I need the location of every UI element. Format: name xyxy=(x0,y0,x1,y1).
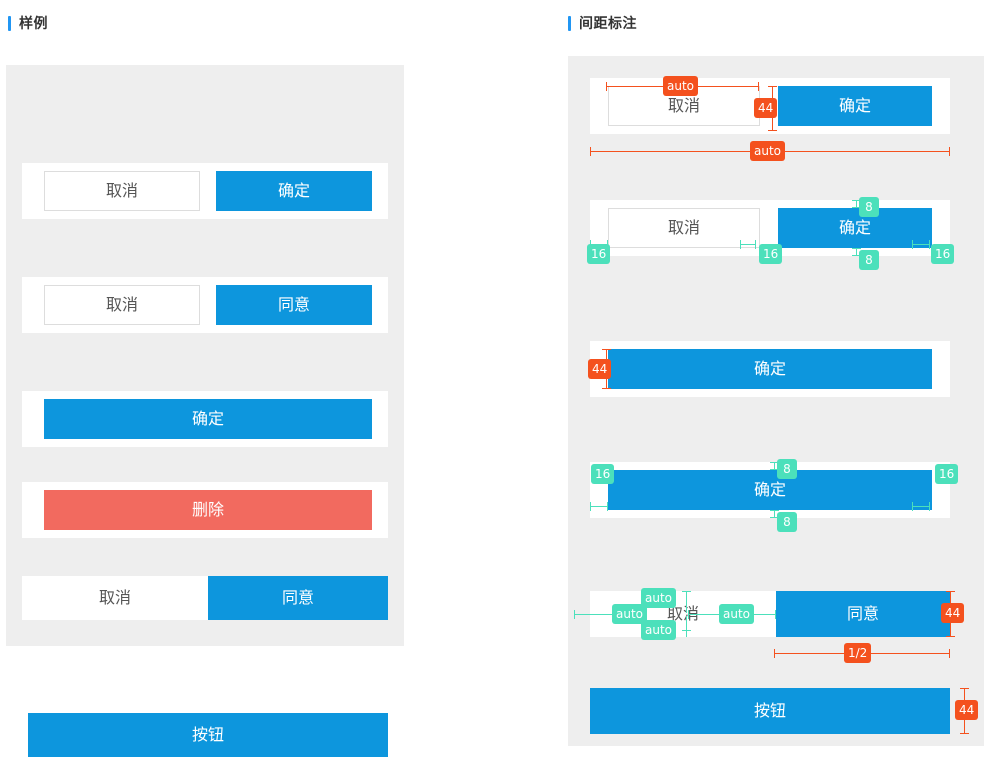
measure-cap xyxy=(758,82,759,91)
spacing-annotation-panel: 取消 确定 auto 44 auto 取消 确定 16 16 xyxy=(568,56,984,746)
measure-badge-right-inset: 16 xyxy=(935,464,959,484)
measure-cap xyxy=(682,630,691,631)
measure-line-middle-gap xyxy=(740,244,756,245)
measure-badge-left-gap: auto xyxy=(612,604,648,624)
measure-cap xyxy=(960,688,969,689)
measure-badge-middle-gap: auto xyxy=(719,604,755,624)
measure-cap xyxy=(770,510,779,511)
sample-row-cancel-agree: 取消 同意 xyxy=(22,277,388,333)
measure-badge-top-gap: auto xyxy=(641,588,677,608)
measure-badge-bottom-inset: 8 xyxy=(859,250,879,270)
measure-cap xyxy=(590,147,591,156)
measure-line-bottom-inset xyxy=(856,248,857,256)
measure-badge-right-inset: 16 xyxy=(931,244,955,264)
measure-badge-bottom-gap: auto xyxy=(641,620,677,640)
measure-cap xyxy=(946,591,955,592)
measure-line-top-gap xyxy=(686,591,687,613)
measure-badge-row-width: auto xyxy=(750,141,786,161)
measure-line-left-gap xyxy=(574,614,628,615)
measure-cap xyxy=(770,469,779,470)
measure-badge-row-height: 44 xyxy=(941,603,965,623)
measure-cap xyxy=(852,255,861,256)
measure-cap xyxy=(960,733,969,734)
measure-cap xyxy=(606,82,607,91)
measure-badge-middle-gap: 16 xyxy=(759,244,783,264)
measure-line-right-inset xyxy=(912,506,930,507)
measure-cap xyxy=(688,610,689,619)
measure-cap xyxy=(770,462,779,463)
confirm-button[interactable]: 确定 xyxy=(216,171,372,211)
measure-badge-left-inset: 16 xyxy=(591,464,615,484)
cancel-button[interactable]: 取消 xyxy=(22,576,208,620)
confirm-button[interactable]: 确定 xyxy=(608,349,932,389)
measure-cap xyxy=(770,517,779,518)
sample-row-cancel-confirm: 取消 确定 xyxy=(22,163,388,219)
measure-badge-cancel-width: auto xyxy=(663,76,699,96)
measure-cap xyxy=(740,240,741,249)
spec-card-1: 取消 确定 xyxy=(590,78,950,134)
measure-line-left-inset xyxy=(590,506,608,507)
measure-cap xyxy=(775,610,776,619)
measure-badge-button-height: 44 xyxy=(955,700,979,720)
cancel-button[interactable]: 取消 xyxy=(44,285,200,325)
spec-card-4: 确定 xyxy=(590,462,950,518)
measure-cap xyxy=(768,130,777,131)
measure-cap xyxy=(929,240,930,249)
measure-cap xyxy=(602,349,611,350)
title-accent-bar xyxy=(568,15,571,31)
confirm-button[interactable]: 确定 xyxy=(44,399,372,439)
measure-cap xyxy=(852,207,861,208)
measure-line-bottom-gap xyxy=(686,616,687,637)
confirm-button[interactable]: 确定 xyxy=(608,470,932,510)
measure-cap xyxy=(852,248,861,249)
measure-cap xyxy=(949,147,950,156)
generic-button[interactable]: 按钮 xyxy=(28,713,388,757)
measure-cap xyxy=(682,591,691,592)
measure-badge-gutter-height: 44 xyxy=(754,98,778,118)
measure-cap xyxy=(912,502,913,511)
sample-row-split: 取消 同意 xyxy=(22,576,388,620)
measure-cap xyxy=(607,502,608,511)
delete-button[interactable]: 删除 xyxy=(44,490,372,530)
measure-line-top-inset xyxy=(774,462,775,470)
measure-cap xyxy=(768,86,777,87)
measure-badge-agree-width: 1/2 xyxy=(844,643,872,663)
section-title-spacing: 间距标注 xyxy=(568,13,637,33)
section-title-samples: 样例 xyxy=(8,13,48,33)
measure-cap xyxy=(946,636,955,637)
measure-line-top-inset xyxy=(856,200,857,208)
cancel-button[interactable]: 取消 xyxy=(608,208,760,248)
agree-button[interactable]: 同意 xyxy=(216,285,372,325)
measure-badge-bottom-inset: 8 xyxy=(777,512,797,532)
measure-cap xyxy=(574,610,575,619)
samples-panel: 取消 确定 取消 同意 确定 删除 取消 同意 按钮 xyxy=(6,65,404,757)
section-title-spacing-label: 间距标注 xyxy=(579,16,637,32)
spec-card-3: 确定 xyxy=(590,341,950,397)
measure-cap xyxy=(755,240,756,249)
confirm-button[interactable]: 确定 xyxy=(778,208,932,248)
agree-button[interactable]: 同意 xyxy=(776,591,950,637)
confirm-button[interactable]: 确定 xyxy=(778,86,932,126)
measure-badge-top-inset: 8 xyxy=(777,459,797,479)
generic-button[interactable]: 按钮 xyxy=(590,688,950,734)
cancel-button[interactable]: 取消 xyxy=(44,171,200,211)
measure-cap xyxy=(774,649,775,658)
measure-badge-top-inset: 8 xyxy=(859,197,879,217)
measure-cap xyxy=(929,502,930,511)
measure-cap xyxy=(590,502,591,511)
measure-cap xyxy=(602,388,611,389)
measure-cap xyxy=(949,649,950,658)
measure-cap xyxy=(912,240,913,249)
sample-row-confirm: 确定 xyxy=(22,391,388,447)
measure-badge-left-inset: 16 xyxy=(587,244,611,264)
sample-row-delete: 删除 xyxy=(22,482,388,538)
measure-badge-button-height: 44 xyxy=(588,359,612,379)
measure-line-right-inset xyxy=(912,244,930,245)
sample-row-full-width: 按钮 xyxy=(28,713,388,757)
title-accent-bar xyxy=(8,15,11,31)
section-title-samples-label: 样例 xyxy=(19,16,48,32)
agree-button[interactable]: 同意 xyxy=(208,576,388,620)
measure-line-bottom-inset xyxy=(774,510,775,518)
measure-cap xyxy=(852,200,861,201)
